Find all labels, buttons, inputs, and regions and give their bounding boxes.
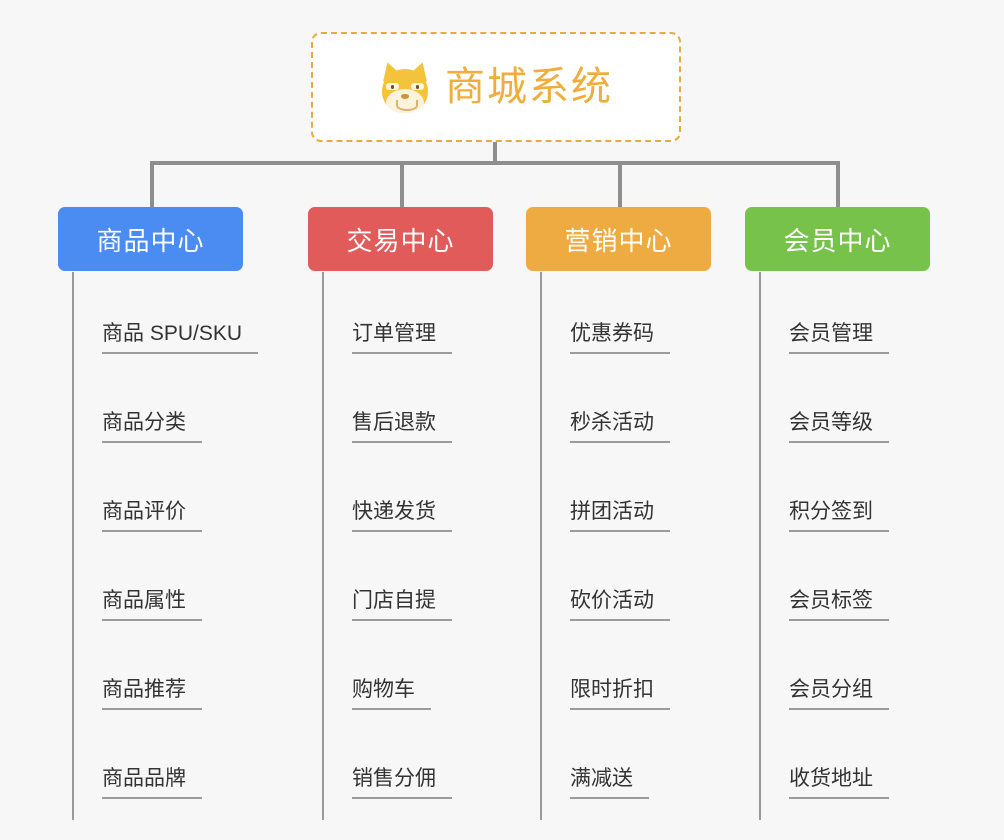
- leaf-label: 积分签到: [789, 500, 889, 532]
- connector-drop-1: [150, 161, 154, 207]
- leaf-item[interactable]: 商品品牌: [74, 717, 216, 805]
- leaf-label: 会员分组: [789, 678, 889, 710]
- leaf-label: 秒杀活动: [570, 411, 670, 443]
- leaf-label: 砍价活动: [570, 589, 670, 621]
- leaf-item[interactable]: 商品分类: [74, 361, 216, 449]
- leaf-label: 满减送: [570, 767, 649, 799]
- leaf-label: 购物车: [352, 678, 431, 710]
- leaf-item[interactable]: 售后退款: [324, 361, 466, 449]
- leaf-item[interactable]: 限时折扣: [542, 628, 684, 716]
- leaf-item[interactable]: 满减送: [542, 717, 663, 805]
- leaf-item[interactable]: 秒杀活动: [542, 361, 684, 449]
- leaf-item[interactable]: 拼团活动: [542, 450, 684, 538]
- leaf-item[interactable]: 商品评价: [74, 450, 216, 538]
- category-label: 商品中心: [96, 225, 205, 256]
- leaf-label: 收货地址: [789, 767, 889, 799]
- leaf-label: 销售分佣: [352, 767, 452, 799]
- category-box-营销中心[interactable]: 营销中心: [526, 207, 711, 271]
- leaf-item[interactable]: 会员标签: [761, 539, 903, 627]
- leaf-label: 商品品牌: [102, 767, 202, 799]
- leaf-item[interactable]: 购物车: [324, 628, 445, 716]
- leaf-label: 订单管理: [352, 322, 452, 354]
- leaf-item[interactable]: 商品推荐: [74, 628, 216, 716]
- category-label: 会员中心: [783, 225, 892, 256]
- leaf-item[interactable]: 积分签到: [761, 450, 903, 538]
- leaf-item[interactable]: 会员管理: [761, 272, 903, 360]
- leaf-item[interactable]: 会员分组: [761, 628, 903, 716]
- leaf-label: 门店自提: [352, 589, 452, 621]
- connector-drop-4: [836, 161, 840, 207]
- leaf-item[interactable]: 收货地址: [761, 717, 903, 805]
- leaf-label: 会员管理: [789, 322, 889, 354]
- category-box-交易中心[interactable]: 交易中心: [308, 207, 493, 271]
- column-spine: [540, 272, 542, 820]
- leaf-label: 商品属性: [102, 589, 202, 621]
- leaf-label: 快递发货: [352, 500, 452, 532]
- root-title: 商城系统: [445, 65, 613, 109]
- leaf-label: 商品 SPU/SKU: [102, 322, 259, 354]
- leaf-label: 会员标签: [789, 589, 889, 621]
- leaf-label: 商品评价: [102, 500, 202, 532]
- leaf-item[interactable]: 商品属性: [74, 539, 216, 627]
- leaf-item[interactable]: 快递发货: [324, 450, 466, 538]
- column-spine: [759, 272, 761, 820]
- connector-drop-3: [618, 161, 622, 207]
- leaf-item[interactable]: 商品 SPU/SKU: [74, 272, 272, 360]
- leaf-label: 商品分类: [102, 411, 202, 443]
- leaf-item[interactable]: 销售分佣: [324, 717, 466, 805]
- leaf-item[interactable]: 门店自提: [324, 539, 466, 627]
- connector-horizontal-bus: [150, 161, 840, 165]
- category-label: 营销中心: [564, 225, 673, 256]
- column-spine: [72, 272, 74, 820]
- leaf-item[interactable]: 订单管理: [324, 272, 466, 360]
- leaf-label: 会员等级: [789, 411, 889, 443]
- column-spine: [322, 272, 324, 820]
- leaf-label: 售后退款: [352, 411, 452, 443]
- shiba-dog-face-icon: [377, 59, 433, 113]
- category-label: 交易中心: [346, 225, 455, 256]
- root-node-商城系统[interactable]: 商城系统: [311, 32, 681, 142]
- leaf-label: 优惠券码: [570, 322, 670, 354]
- connector-root-stem: [493, 142, 497, 164]
- leaf-label: 拼团活动: [570, 500, 670, 532]
- connector-drop-2: [400, 161, 404, 207]
- category-box-会员中心[interactable]: 会员中心: [745, 207, 930, 271]
- leaf-item[interactable]: 砍价活动: [542, 539, 684, 627]
- category-box-商品中心[interactable]: 商品中心: [58, 207, 243, 271]
- leaf-item[interactable]: 会员等级: [761, 361, 903, 449]
- leaf-label: 限时折扣: [570, 678, 670, 710]
- leaf-item[interactable]: 优惠券码: [542, 272, 684, 360]
- leaf-label: 商品推荐: [102, 678, 202, 710]
